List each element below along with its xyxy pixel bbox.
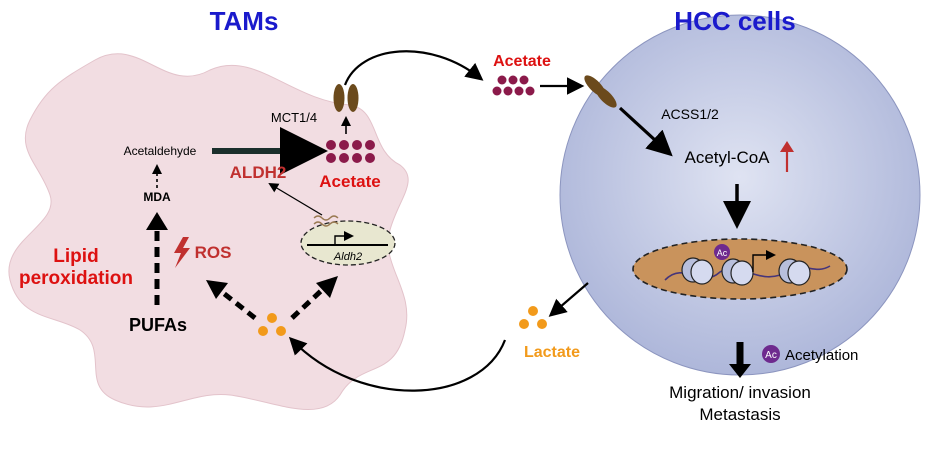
ac-badge-nucleus (714, 244, 730, 260)
ros-label: ROS (195, 243, 232, 262)
transcription-arrow-icon (752, 250, 776, 272)
export-arrow (343, 50, 484, 86)
lactate-export-arrow (548, 282, 589, 317)
tams-title: TAMs (210, 6, 279, 36)
lipid-label: Lipid (53, 246, 98, 267)
extracellular-lactate-dots (519, 306, 547, 329)
lactate-to-aldh2-arrowhead (316, 276, 338, 298)
metastasis-label: Metastasis (699, 405, 780, 424)
tam-acetate-label: Acetate (319, 172, 380, 191)
acetaldehyde-label: Acetaldehyde (124, 144, 197, 158)
lactate-to-ros-arrowhead (206, 280, 228, 299)
acss-arrow (618, 106, 673, 157)
acetylation-legend-label: Acetylation (785, 347, 858, 364)
ac-badge-nucleus-label: Ac (717, 248, 728, 258)
peroxidation-label: peroxidation (19, 268, 133, 289)
pufas-label: PUFAs (129, 315, 187, 335)
aldh2-gene-box (300, 220, 396, 266)
hcc-cell-body (559, 14, 921, 376)
increase-arrow-icon (780, 141, 794, 152)
extracellular-lactate-label: Lactate (524, 344, 580, 361)
promoter-arrow-icon (334, 231, 354, 245)
hcc-title: HCC cells (674, 6, 795, 36)
mct-transporter-left (333, 84, 345, 112)
nucleosome-icon-2 (721, 258, 754, 286)
tam-acetate-dots (326, 140, 375, 163)
ac-legend-icon-label: Ac (765, 350, 777, 361)
lightning-icon (174, 237, 190, 268)
mda-label: MDA (143, 190, 171, 204)
gene-to-aldh2-arrow (268, 182, 323, 216)
extracellular-acetate-dots (492, 75, 535, 96)
migration-invasion-label: Migration/ invasion (669, 383, 811, 402)
outcome-arrowhead (729, 364, 751, 378)
mct-transporter-right (347, 84, 359, 112)
extracellular-acetate-label: Acetate (493, 53, 551, 70)
lactate-to-ros-arrow (220, 290, 257, 320)
tam-lactate-dots (258, 313, 286, 336)
lactate-return-arrow (288, 336, 507, 392)
acetyl-coa-label: Acetyl-CoA (684, 148, 770, 167)
aldh2-enzyme-label: ALDH2 (230, 163, 287, 182)
nucleosome-icon-3 (778, 258, 811, 286)
aldh2-gene-label: Aldh2 (333, 251, 362, 263)
hcc-transporter-right (595, 86, 617, 108)
nucleosome-icon-1 (681, 257, 714, 285)
ac-legend-icon (762, 345, 780, 363)
mct-label: MCT1/4 (271, 110, 317, 125)
mrna-icon (313, 215, 339, 227)
pufa-to-mda-arrowhead (146, 212, 168, 230)
acss-label: ACSS1/2 (661, 106, 719, 122)
lactate-to-aldh2-arrow (290, 288, 324, 320)
